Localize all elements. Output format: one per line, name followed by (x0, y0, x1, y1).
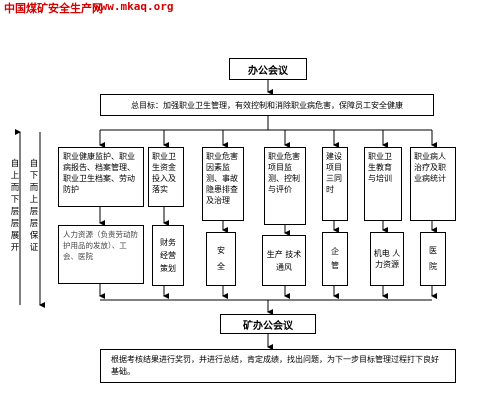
task-three-simultaneous-text: 建设项目三同时 (326, 152, 342, 194)
task-health-monitoring: 职业健康监护、职业病报告、档案管理、职业卫生档案、劳动防护 (58, 147, 144, 207)
task-hazard-inspection-text: 职业危害因素监测、事故隐患排查及治理 (206, 152, 238, 205)
goal-text: 总目标：加强职业卫生管理，有效控制和消除职业病危害，保障员工安全健康 (131, 100, 403, 110)
task-funding: 职业卫生资金投入及落实 (148, 147, 184, 207)
task-training-text: 职业卫生教育与培训 (368, 152, 392, 183)
goal-box: 总目标：加强职业卫生管理，有效控制和消除职业病危害，保障员工安全健康 (100, 94, 434, 116)
dept-hr-union-hospital: 人力资源（负责劳动防护用品的发放）、工会、医院 (58, 225, 144, 284)
dept-production-tech-text: 生产 技术 通风 (266, 249, 302, 272)
task-patient-statistics-text: 职业病人治疗及职业病统计 (414, 152, 446, 183)
task-health-monitoring-text: 职业健康监护、职业病报告、档案管理、职业卫生档案、劳动防护 (63, 152, 135, 194)
dept-hr-union-hospital-text: 人力资源（负责劳动防护用品的发放）、工会、医院 (63, 230, 138, 261)
dept-safety-text: 安全 (217, 246, 225, 271)
task-funding-text: 职业卫生资金投入及落实 (152, 152, 176, 194)
dept-management-text: 企管 (331, 247, 339, 270)
left-label-bottom-up: 自下而上层层保证 (29, 159, 39, 253)
dept-hospital-text: 医院 (429, 246, 437, 271)
bottom-meeting-label: 矿办公会议 (243, 320, 293, 332)
task-training: 职业卫生教育与培训 (364, 147, 402, 221)
summary-box: 根据考核结果进行奖罚，并进行总结，肯定成绩，找出问题，为下一步目标管理过程打下良… (100, 349, 456, 383)
top-meeting-label: 办公会议 (248, 65, 288, 77)
dept-electromech-hr: 机电 人力资源 (370, 232, 404, 286)
dept-finance-text: 财务 经营 策划 (160, 238, 176, 273)
dept-safety: 安全 (206, 232, 236, 286)
left-label-top-down: 自上而下层层展开 (10, 159, 20, 253)
task-hazard-evaluation-text: 职业危害项目监测、控制与评价 (268, 152, 300, 194)
summary-text: 根据考核结果进行奖罚，并进行总结，肯定成绩，找出问题，为下一步目标管理过程打下良… (111, 355, 439, 376)
site-name: 中国煤矿安全生产网 (4, 2, 103, 15)
dept-electromech-hr-text: 机电 人力资源 (373, 249, 401, 269)
bottom-meeting-box: 矿办公会议 (220, 314, 316, 334)
dept-production-tech: 生产 技术 通风 (262, 235, 306, 286)
site-url[interactable]: www.mkaq.org (94, 0, 174, 13)
task-hazard-evaluation: 职业危害项目监测、控制与评价 (264, 147, 306, 225)
task-patient-statistics: 职业病人治疗及职业病统计 (410, 147, 456, 221)
task-three-simultaneous: 建设项目三同时 (322, 147, 348, 221)
dept-hospital: 医院 (420, 232, 446, 286)
top-meeting-box: 办公会议 (229, 58, 307, 80)
dept-management: 企管 (322, 232, 348, 286)
task-hazard-inspection: 职业危害因素监测、事故隐患排查及治理 (202, 147, 244, 221)
dept-finance: 财务 经营 策划 (152, 225, 184, 286)
